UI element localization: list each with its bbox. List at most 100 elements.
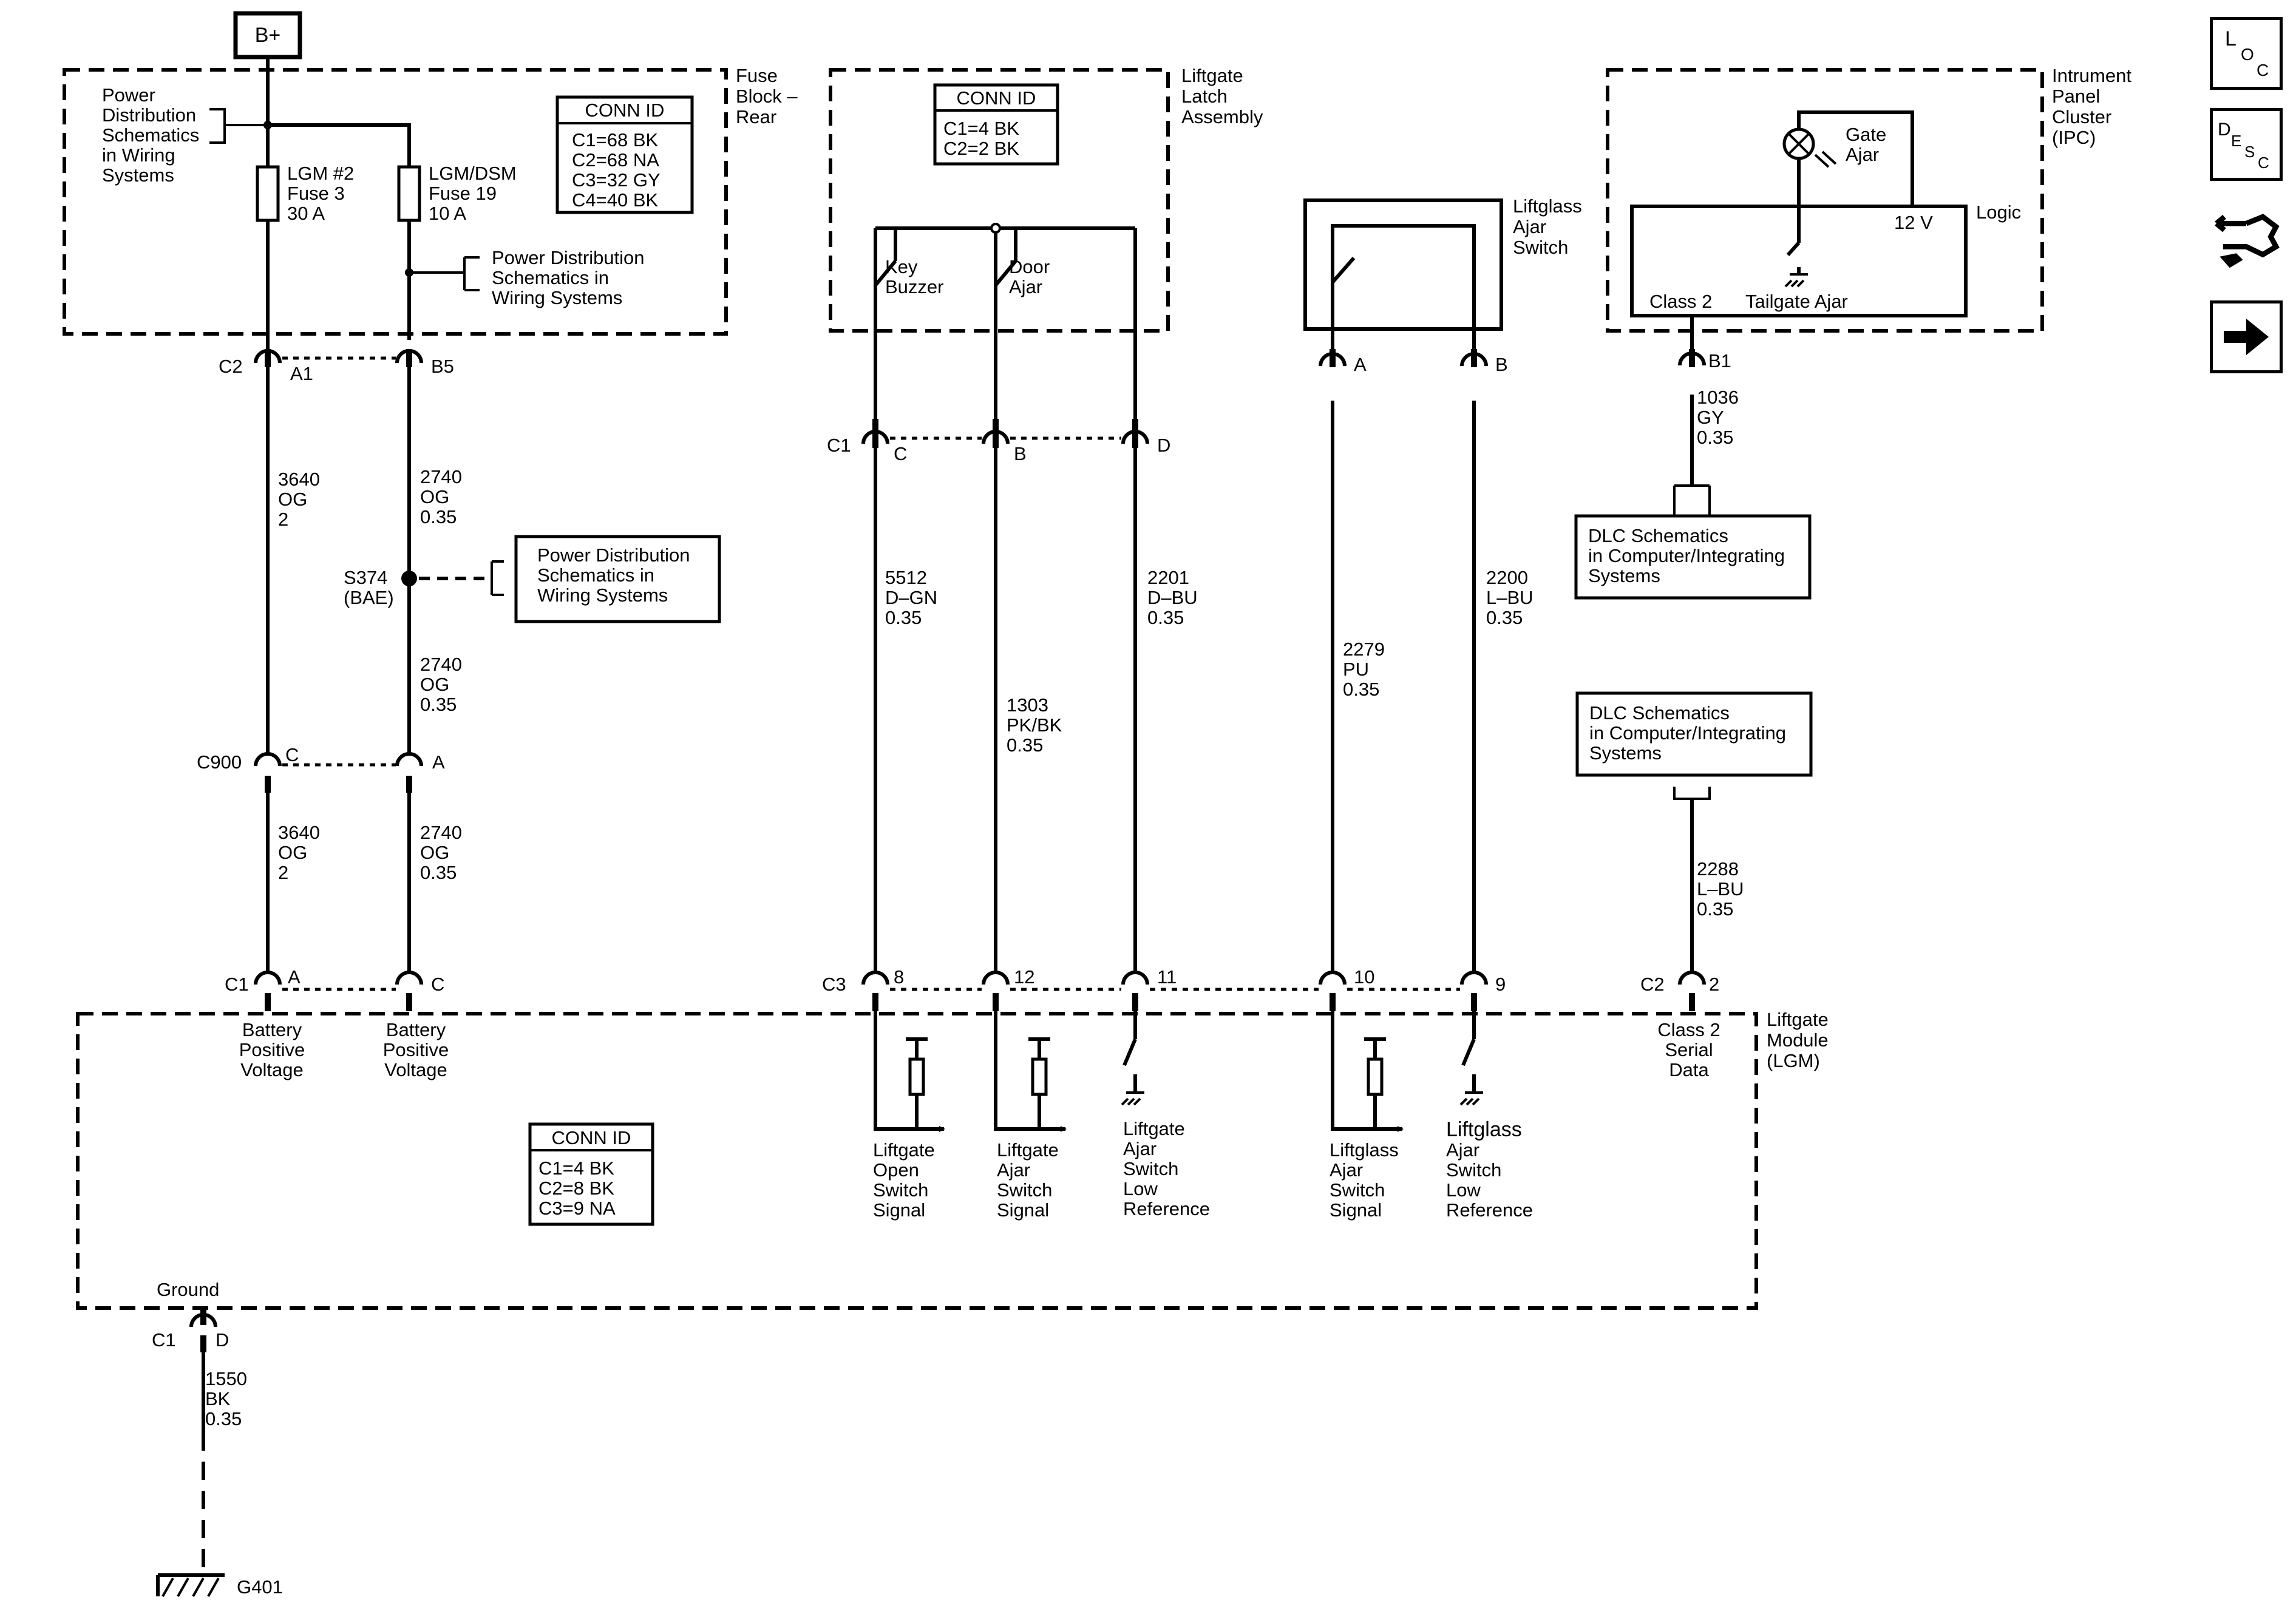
svg-text:B5: B5 — [431, 356, 454, 377]
svg-text:10: 10 — [1354, 966, 1374, 988]
next-arrow-icon[interactable] — [2210, 300, 2283, 373]
svg-text:C: C — [431, 974, 444, 995]
svg-text:CONN ID: CONN ID — [957, 87, 1036, 109]
svg-text:O: O — [2241, 45, 2254, 64]
svg-text:Class 2: Class 2 — [1649, 291, 1712, 312]
g401-ground-icon — [156, 1573, 225, 1597]
svg-text:D: D — [2218, 120, 2231, 140]
splice-label: S374(BAE) — [344, 567, 394, 608]
loc-icon[interactable]: L O C — [2210, 17, 2283, 90]
door-ajar-switch: Door — [1009, 256, 1050, 277]
ipc-outline — [1606, 68, 2044, 333]
liftglass-switch-box — [1303, 198, 1503, 331]
svg-text:L: L — [2225, 27, 2237, 50]
latch-connector-labels: C1 C B D — [827, 435, 1170, 464]
svg-text:A1: A1 — [290, 363, 313, 384]
svg-text:12: 12 — [1014, 966, 1034, 988]
lgm-title: Liftgate — [1767, 1009, 1829, 1030]
lgm-outline — [76, 1012, 1758, 1310]
g401-label: G401 — [237, 1576, 283, 1598]
desc-icon[interactable]: D E S C — [2210, 108, 2283, 181]
svg-text:A: A — [1354, 354, 1367, 375]
svg-text:C2: C2 — [219, 356, 243, 377]
splice-s374 — [401, 571, 417, 586]
svg-text:S: S — [2244, 143, 2255, 161]
svg-text:C: C — [2257, 61, 2269, 80]
svg-text:D: D — [216, 1329, 229, 1351]
fuse-block-outline — [63, 68, 728, 336]
svg-text:Tailgate Ajar: Tailgate Ajar — [1745, 291, 1848, 312]
svg-text:C1: C1 — [225, 974, 249, 995]
lgm-connector-row — [254, 971, 1706, 1011]
top-connector-labels: C2 A1 B5 — [219, 356, 454, 384]
svg-text:B1: B1 — [1708, 350, 1731, 371]
fuse-3 — [256, 165, 280, 222]
svg-text:B: B — [1014, 443, 1027, 464]
svg-text:B: B — [1495, 354, 1508, 375]
battery-terminal: B+ — [233, 11, 302, 59]
svg-text:9: 9 — [1495, 974, 1506, 995]
svg-text:2: 2 — [1709, 974, 1719, 995]
power-dist-left: Power — [102, 84, 155, 106]
svg-text:C900: C900 — [197, 751, 242, 773]
svg-text:C1: C1 — [152, 1329, 176, 1351]
svg-text:CONN ID: CONN ID — [585, 100, 665, 121]
latch-assembly-outline — [829, 68, 1170, 333]
svg-text:A: A — [432, 751, 445, 773]
svg-text:12 V: 12 V — [1894, 212, 1933, 233]
key-buzzer-switch: Key — [885, 256, 918, 277]
svg-text:C3: C3 — [822, 974, 846, 995]
lgm-connector-labels: C1 A C C3 8 12 11 10 9 C2 2 — [225, 966, 1719, 995]
svg-text:E: E — [2231, 132, 2241, 150]
svg-text:C1: C1 — [827, 435, 851, 456]
svg-text:Ground: Ground — [157, 1279, 219, 1300]
svg-text:8: 8 — [894, 966, 904, 988]
svg-text:C2: C2 — [1640, 974, 1665, 995]
fuse-block-title: Fuse — [736, 65, 778, 86]
svg-text:C: C — [285, 744, 299, 765]
connector-tool-icon[interactable] — [2210, 200, 2283, 273]
